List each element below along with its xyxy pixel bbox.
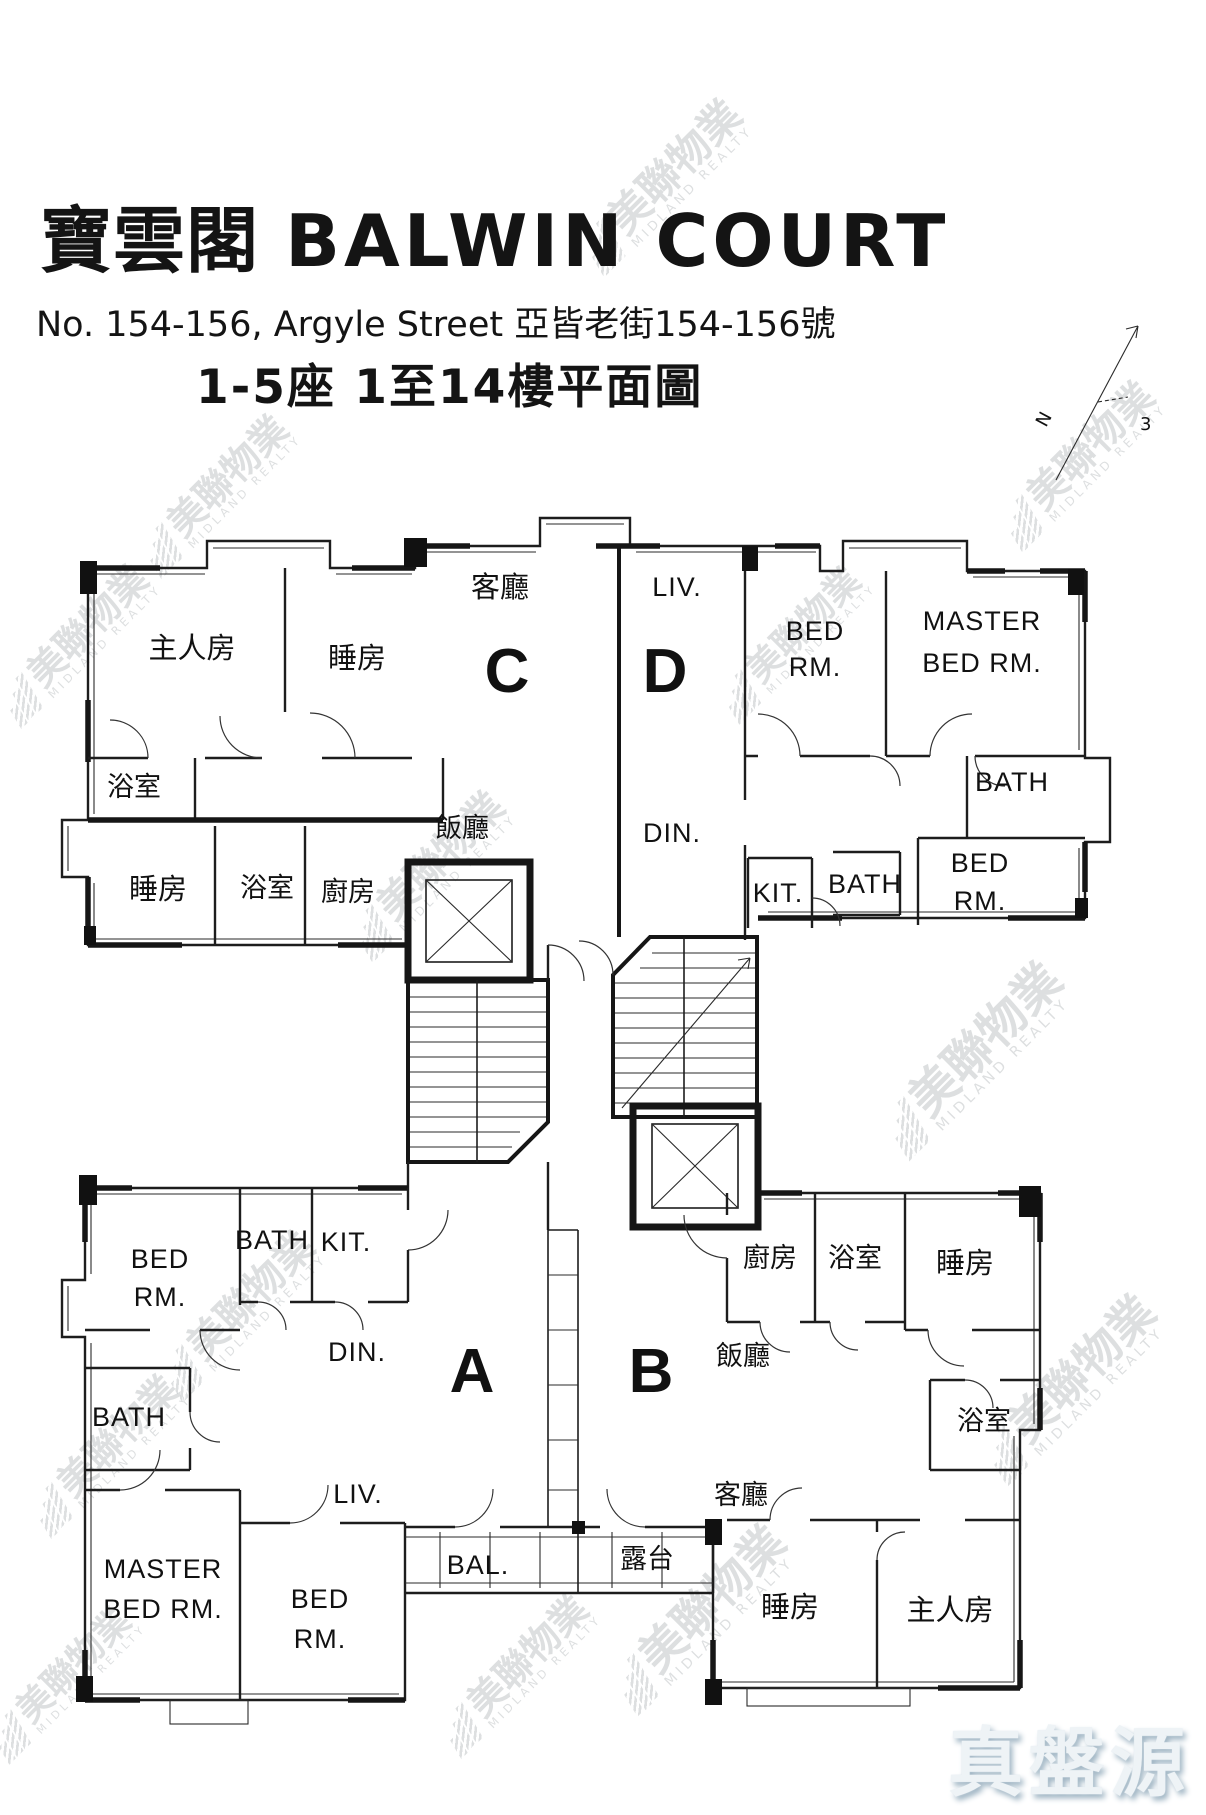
room-label-bath2-a: BATH bbox=[92, 1402, 166, 1432]
unit-letter-c: C bbox=[485, 637, 530, 706]
staircase-icon bbox=[406, 978, 550, 1164]
room-label-master-bedroom-d: MASTER bbox=[923, 606, 1042, 636]
room-label-balcony-b: 露台 bbox=[620, 1544, 674, 1575]
building-name-en: BALWIN COURT bbox=[285, 199, 950, 283]
unit-letter-b: B bbox=[629, 1337, 674, 1406]
room-label-kitchen-c: 廚房 bbox=[321, 877, 375, 908]
plan-subtitle: 1-5座 1至14樓平面圖 bbox=[196, 360, 704, 415]
room-label-master-bedroom-d: BED RM. bbox=[922, 648, 1042, 678]
room-label-balcony-a: BAL. bbox=[447, 1550, 510, 1580]
compass-icon: N 3 bbox=[1032, 325, 1151, 481]
wall-corner-blocks bbox=[76, 538, 1088, 1705]
lift-shaft-icon bbox=[629, 1102, 762, 1231]
room-label-dining-a: DIN. bbox=[328, 1337, 386, 1367]
building-address: No. 154-156, Argyle Street 亞皆老街154-156號 bbox=[36, 305, 836, 345]
unit-letter-a: A bbox=[450, 1337, 495, 1406]
unit-c-labels: C 客廳 主人房 睡房 浴室 飯廳 睡房 浴室 廚房 bbox=[107, 570, 529, 908]
room-label-bedroom1-a: RM. bbox=[134, 1282, 187, 1312]
room-label-bedroom2-a: BED bbox=[291, 1584, 350, 1614]
room-label-bedroom1-b: 睡房 bbox=[936, 1246, 994, 1280]
unit-d-labels: D LIV. BED RM. MASTER BED RM. BATH DIN. … bbox=[643, 572, 1049, 916]
room-label-bedroom2-d: RM. bbox=[954, 886, 1007, 916]
room-label-master-bedroom-a: MASTER bbox=[104, 1554, 223, 1584]
room-label-living-a: LIV. bbox=[333, 1479, 383, 1509]
room-label-living-c: 客廳 bbox=[471, 570, 529, 604]
unit-b-labels: B 廚房 浴室 睡房 飯廳 浴室 客廳 露台 睡房 主人房 bbox=[620, 1243, 1011, 1627]
compass-north-label: N bbox=[1032, 409, 1057, 431]
room-label-bedroom2-c: 睡房 bbox=[129, 872, 187, 906]
room-label-bathroom2-b: 浴室 bbox=[957, 1406, 1011, 1437]
compass-mark-label: 3 bbox=[1140, 414, 1151, 435]
room-label-bedroom2-d: BED bbox=[951, 848, 1010, 878]
room-label-bedroom1-c: 睡房 bbox=[328, 641, 386, 675]
room-label-living-b: 客廳 bbox=[714, 1480, 768, 1511]
room-label-living-d: LIV. bbox=[652, 572, 702, 602]
room-label-bath1-a: BATH bbox=[235, 1225, 309, 1255]
upper-block-walls bbox=[60, 516, 1112, 948]
room-label-kitchen-b: 廚房 bbox=[743, 1243, 797, 1274]
balcony-rail bbox=[405, 1525, 713, 1593]
core-walls bbox=[404, 858, 762, 1527]
room-label-bathroom1-c: 浴室 bbox=[107, 772, 161, 803]
room-label-bath1-d: BATH bbox=[828, 869, 902, 899]
room-label-bathroom1-b: 浴室 bbox=[828, 1243, 882, 1274]
lower-block-walls bbox=[60, 1185, 1043, 1725]
unit-a-labels: A BED RM. BATH KIT. DIN. BATH LIV. MASTE… bbox=[92, 1225, 510, 1654]
room-label-bedroom2-a: RM. bbox=[294, 1624, 347, 1654]
genuine-listing-logo: 真盤源 bbox=[948, 1719, 1192, 1807]
room-label-master-bedroom-b: 主人房 bbox=[906, 1593, 993, 1627]
room-label-master-bedroom-a: BED RM. bbox=[103, 1594, 223, 1624]
room-label-kitchen-d: KIT. bbox=[753, 878, 804, 908]
room-label-bedroom1-d: RM. bbox=[789, 652, 842, 682]
building-name-zh: 寶雲閣 bbox=[40, 199, 260, 283]
room-label-bedroom1-a: BED bbox=[131, 1244, 190, 1274]
room-label-master-bedroom-c: 主人房 bbox=[148, 631, 235, 665]
room-label-bedroom2-b: 睡房 bbox=[761, 1590, 819, 1624]
room-label-dining-b: 飯廳 bbox=[716, 1341, 770, 1372]
room-label-kitchen-a: KIT. bbox=[321, 1227, 372, 1257]
room-label-dining-c: 飯廳 bbox=[435, 813, 489, 844]
room-label-bathroom2-c: 浴室 bbox=[240, 873, 294, 904]
room-label-dining-d: DIN. bbox=[643, 818, 701, 848]
room-label-bath2-d: BATH bbox=[975, 767, 1049, 797]
page-title: 寶雲閣 BALWIN COURT bbox=[40, 182, 1180, 287]
unit-letter-d: D bbox=[643, 637, 688, 706]
staircase-icon bbox=[611, 935, 759, 1119]
room-label-bedroom1-d: BED bbox=[786, 616, 845, 646]
